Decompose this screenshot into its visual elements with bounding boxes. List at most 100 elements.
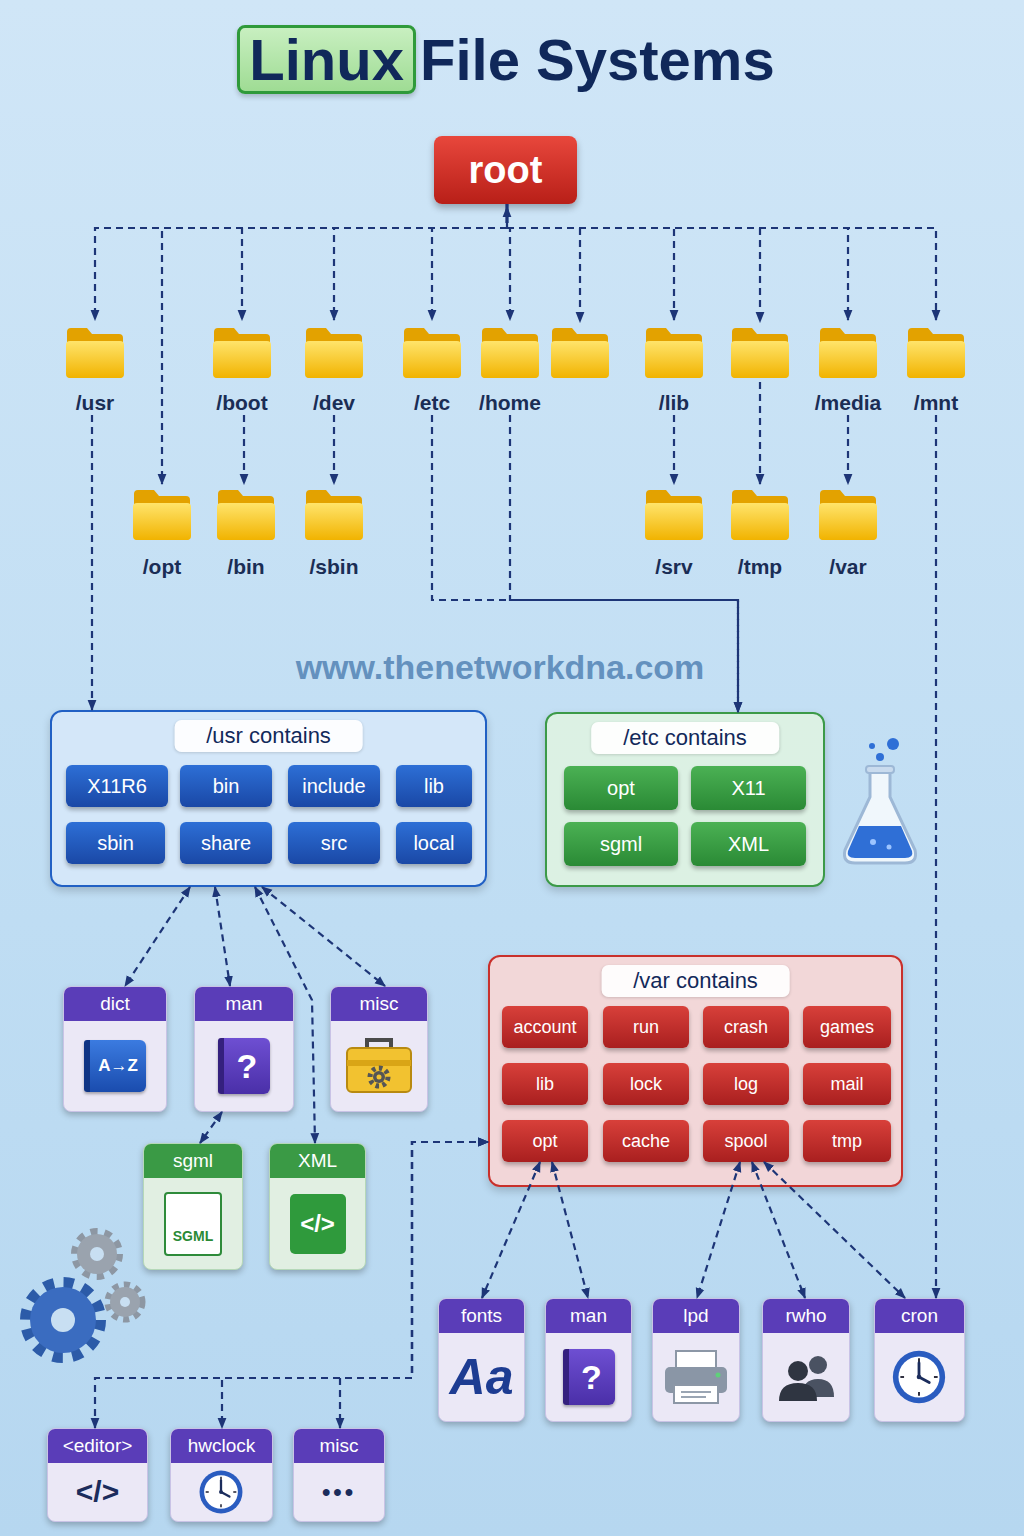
entry-label: opt	[607, 777, 635, 800]
dashed-connector	[222, 1142, 488, 1428]
dashed-connector	[95, 1142, 488, 1428]
gears-icon	[26, 1283, 100, 1357]
folder-label: /media	[798, 391, 898, 415]
icon-text: SGML	[164, 1192, 222, 1256]
entry-label: share	[201, 832, 251, 855]
folder-node: /boot	[204, 320, 280, 415]
entry-chip: mail	[803, 1063, 891, 1105]
card-body	[875, 1333, 964, 1421]
folder-label: /var	[798, 555, 898, 579]
folder-node: /usr	[57, 320, 133, 415]
card-header: fonts	[439, 1299, 524, 1333]
card-body: </>	[48, 1463, 147, 1521]
gears-icon	[110, 1287, 140, 1317]
toolbox-icon	[347, 1048, 411, 1092]
folder-node: /bin	[208, 484, 284, 579]
folder-node: /mnt	[898, 320, 974, 415]
flask-icon	[844, 772, 915, 863]
users-icon	[809, 1356, 827, 1374]
entry-chip: log	[703, 1063, 789, 1105]
entry-label: sgml	[600, 833, 642, 856]
toolbox-icon	[370, 1068, 388, 1086]
gears-icon	[120, 1297, 130, 1307]
gears-icon	[77, 1234, 117, 1274]
card-body: •••	[294, 1463, 384, 1521]
entry-chip: sbin	[66, 822, 165, 864]
card-header: misc	[331, 987, 427, 1021]
folder-icons	[213, 328, 271, 378]
card-body	[171, 1463, 272, 1521]
card-header: lpd	[653, 1299, 739, 1333]
diagram-title: Linux File Systems	[249, 27, 774, 92]
folder-label: /dev	[284, 391, 384, 415]
folder-node: /var	[810, 484, 886, 579]
dashed-connector	[432, 204, 507, 320]
dashed-connector	[243, 415, 245, 484]
entry-label: bin	[213, 775, 240, 798]
entry-label: games	[820, 1017, 874, 1038]
entry-label: run	[633, 1017, 659, 1038]
entry-label: XML	[728, 833, 769, 856]
title-row: Linux File Systems	[0, 26, 1024, 93]
card-body: Aa	[439, 1333, 524, 1421]
icon-card: man?	[194, 986, 294, 1112]
card-header: hwclock	[171, 1429, 272, 1463]
entry-label: tmp	[832, 1131, 862, 1152]
entry-chip: XML	[691, 822, 806, 866]
folder-icons	[645, 490, 703, 540]
card-header: XML	[270, 1144, 365, 1178]
entry-chip: spool	[703, 1120, 789, 1162]
dashed-connector	[552, 1162, 588, 1298]
entry-chip: games	[803, 1006, 891, 1048]
card-body: ?	[546, 1333, 631, 1421]
printer-icon	[676, 1351, 716, 1371]
gears-icon	[51, 1308, 75, 1332]
icon-card: sgmlSGML	[143, 1143, 243, 1270]
entry-label: opt	[532, 1131, 557, 1152]
flask-icon	[869, 743, 875, 749]
folder-label: /srv	[624, 555, 724, 579]
dashed-connector	[935, 415, 937, 1298]
entry-chip: bin	[180, 765, 272, 807]
entry-label: lib	[424, 775, 444, 798]
dashed-connector	[507, 204, 510, 320]
dashed-connector	[507, 204, 936, 320]
folder-node: /srv	[636, 484, 712, 579]
dashed-connector	[242, 204, 507, 320]
folder-icons	[645, 328, 703, 378]
dashed-connector	[482, 1162, 540, 1298]
card-header: sgml	[144, 1144, 242, 1178]
folder-icons	[819, 490, 877, 540]
entry-label: lib	[536, 1074, 554, 1095]
dashed-connector	[91, 415, 93, 710]
group-box: /var containsaccountruncrashgamesliblock…	[488, 955, 903, 1187]
gears-icon	[108, 1285, 142, 1319]
icon-text: Aa	[450, 1348, 514, 1406]
folder-icons	[819, 328, 877, 378]
entry-chip: local	[396, 822, 472, 864]
flask-icon	[844, 738, 915, 863]
folder-label: /boot	[192, 391, 292, 415]
toolbox-icon	[347, 1060, 411, 1066]
printer-icon	[665, 1367, 727, 1393]
dashed-connector	[262, 887, 385, 986]
card-body: A→Z	[64, 1021, 166, 1111]
folder-node: /media	[810, 320, 886, 415]
leader-lines	[579, 228, 581, 322]
toolbox-icon	[377, 1075, 382, 1080]
dashed-connector	[507, 204, 674, 320]
folder-icons	[133, 490, 191, 540]
gears-icon	[30, 1287, 96, 1353]
folder-icons	[731, 490, 789, 540]
dashed-connector	[162, 204, 507, 484]
folder-icons	[66, 328, 965, 540]
dashed-connector	[215, 887, 230, 986]
entry-chip: share	[180, 822, 272, 864]
group-box: /etc containsoptX11sgmlXML	[545, 712, 825, 887]
flask-icon	[876, 753, 884, 761]
card-header: rwho	[763, 1299, 849, 1333]
icon-card: lpd	[652, 1298, 740, 1422]
printer-icon	[674, 1385, 718, 1403]
toolbox-icon	[373, 1071, 385, 1083]
